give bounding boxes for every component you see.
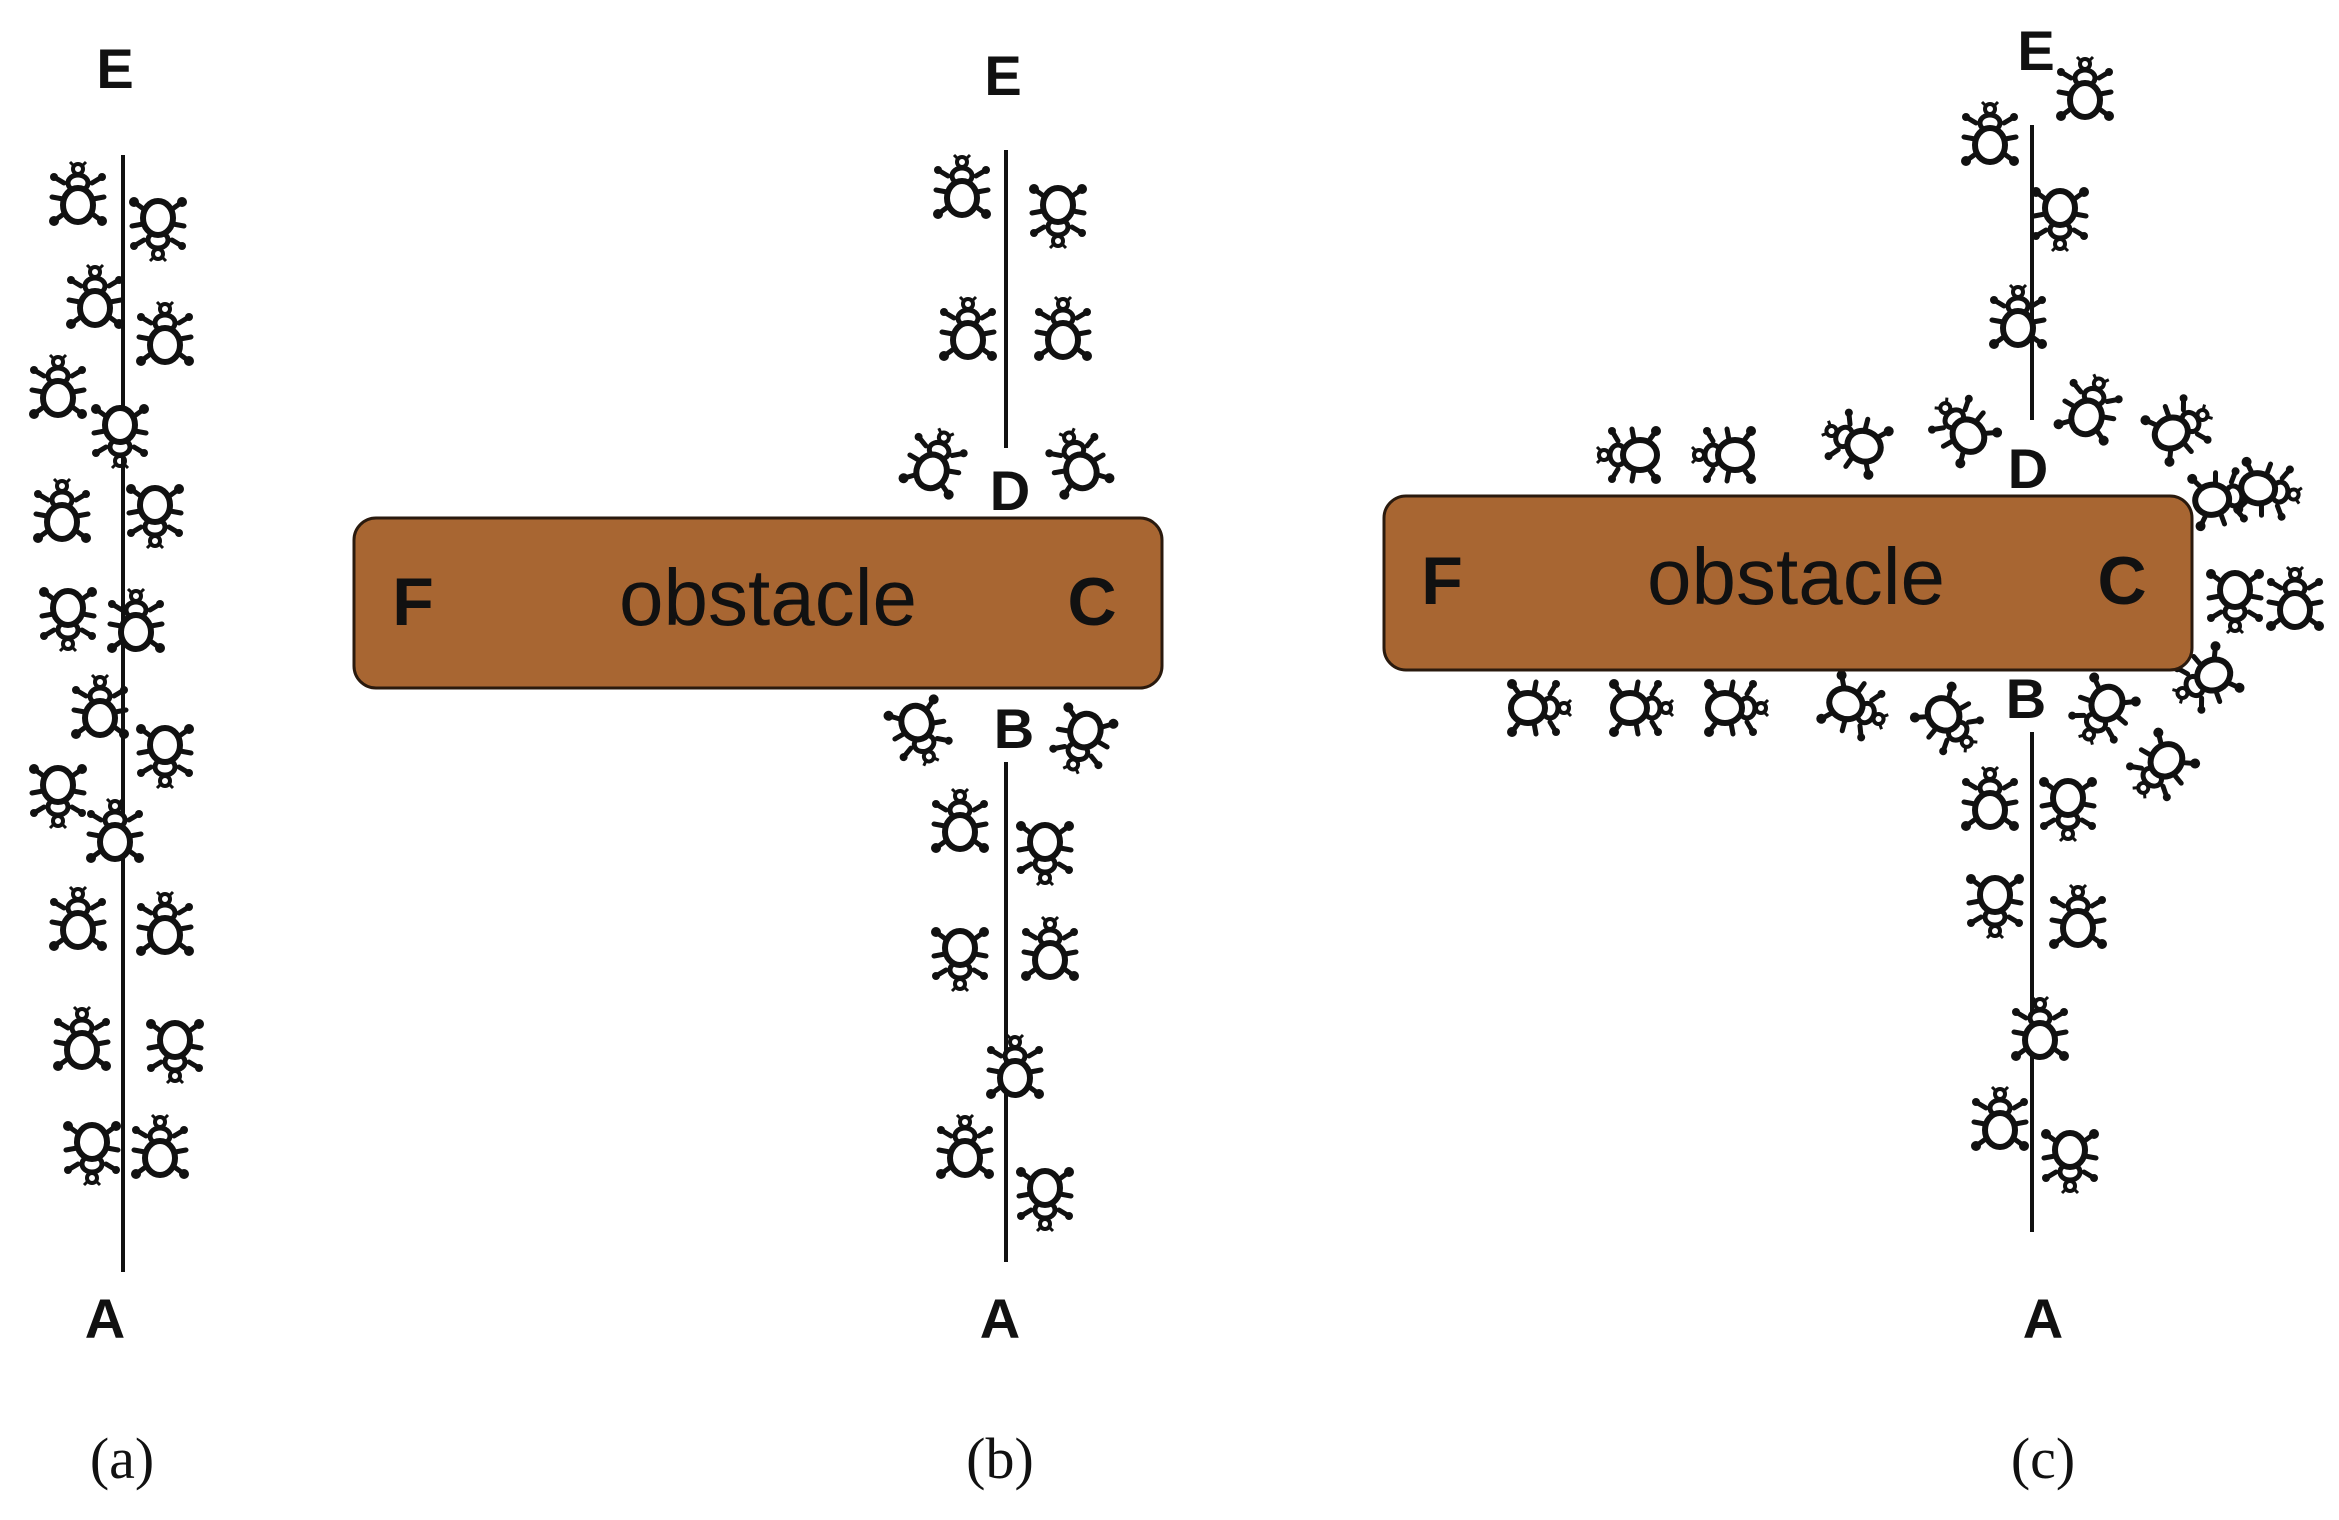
ant-icon bbox=[1597, 426, 1661, 484]
ant-icon bbox=[129, 197, 187, 261]
ant-icon bbox=[53, 1007, 111, 1071]
ant-icon bbox=[1961, 102, 2019, 166]
ant-icon bbox=[1692, 426, 1756, 484]
ant-icon bbox=[882, 693, 958, 773]
ant-icon bbox=[136, 892, 194, 956]
ant-icon bbox=[131, 1115, 189, 1179]
ant-swarm bbox=[29, 162, 204, 1185]
ant-icon bbox=[1016, 1167, 1074, 1231]
ant-icon bbox=[1609, 679, 1673, 737]
ant-icon bbox=[986, 1035, 1044, 1099]
point-label-d: D bbox=[990, 459, 1030, 522]
ant-icon bbox=[2039, 777, 2097, 841]
obstacle-label: obstacle bbox=[619, 553, 917, 642]
point-label-e: E bbox=[984, 44, 1021, 107]
ant-icon bbox=[29, 355, 87, 419]
ant-icon bbox=[2049, 885, 2107, 949]
ant-icon bbox=[29, 764, 87, 828]
point-label-e: E bbox=[96, 37, 133, 100]
panel-b: obstacle F C E D B A (b) bbox=[352, 44, 1164, 1491]
ant-icon bbox=[146, 1019, 204, 1083]
ant-icon bbox=[49, 887, 107, 951]
ant-icon bbox=[2117, 726, 2203, 812]
ant-icon bbox=[39, 587, 97, 651]
ant-icon bbox=[2052, 367, 2128, 447]
ant-icon bbox=[1039, 421, 1115, 501]
ant-icon bbox=[126, 484, 184, 548]
ant-icon bbox=[1971, 1087, 2029, 1151]
panel-caption: (b) bbox=[966, 1426, 1034, 1491]
ant-icon bbox=[66, 265, 124, 329]
ant-icon bbox=[1919, 384, 2005, 470]
ant-icon bbox=[936, 1115, 994, 1179]
ant-icon bbox=[136, 302, 194, 366]
ant-icon bbox=[2232, 456, 2305, 524]
ant-icon bbox=[1815, 669, 1898, 749]
ant-icon bbox=[107, 589, 165, 653]
obstacle-box bbox=[1382, 494, 2194, 672]
ant-icon bbox=[63, 1121, 121, 1185]
panel-caption: (c) bbox=[2011, 1426, 2075, 1491]
ant-icon bbox=[2266, 567, 2324, 631]
ant-icon bbox=[1016, 821, 1074, 885]
ant-icon bbox=[49, 162, 107, 226]
ant-icon bbox=[1989, 285, 2047, 349]
point-label-b: B bbox=[2006, 667, 2046, 730]
point-label-a: A bbox=[2023, 1287, 2063, 1350]
ant-icon bbox=[1034, 297, 1092, 361]
ant-icon bbox=[2056, 57, 2114, 121]
ant-icon bbox=[91, 404, 149, 468]
point-label-f: F bbox=[1421, 543, 1463, 619]
ant-icon bbox=[71, 675, 129, 739]
point-label-d: D bbox=[2008, 437, 2048, 500]
obstacle-label: obstacle bbox=[1647, 532, 1945, 621]
ant-icon bbox=[1507, 679, 1571, 737]
obstacle-box bbox=[352, 516, 1164, 690]
panel-c: obstacle F C E D B A (c) bbox=[1382, 19, 2324, 1491]
point-label-f: F bbox=[392, 564, 434, 640]
point-label-a: A bbox=[980, 1287, 1020, 1350]
point-label-a: A bbox=[85, 1287, 125, 1350]
ant-icon bbox=[1908, 680, 1994, 766]
ant-icon bbox=[136, 724, 194, 788]
ant-icon bbox=[1043, 701, 1119, 781]
ant-icon bbox=[1813, 402, 1896, 482]
panel-caption: (a) bbox=[90, 1426, 154, 1491]
ant-icon bbox=[1021, 917, 1079, 981]
ant-swarm bbox=[882, 155, 1120, 1231]
ant-icon bbox=[33, 479, 91, 543]
ant-icon bbox=[897, 421, 973, 501]
point-label-b: B bbox=[994, 697, 1034, 760]
ant-icon bbox=[2041, 1129, 2099, 1193]
point-label-c: C bbox=[1067, 564, 1116, 640]
ant-icon bbox=[1704, 679, 1768, 737]
ant-icon bbox=[1029, 184, 1087, 248]
ant-icon bbox=[2139, 386, 2223, 468]
panel-a: E A (a) bbox=[29, 37, 204, 1491]
ant-icon bbox=[931, 927, 989, 991]
ant-icon bbox=[86, 799, 144, 863]
point-label-c: C bbox=[2097, 543, 2146, 619]
ant-icon bbox=[1961, 767, 2019, 831]
point-label-e: E bbox=[2017, 19, 2054, 82]
ant-icon bbox=[939, 297, 997, 361]
ant-icon bbox=[2206, 569, 2264, 633]
ant-icon bbox=[2060, 671, 2142, 755]
ant-icon bbox=[933, 155, 991, 219]
ant-icon bbox=[2011, 997, 2069, 1061]
ant-icon bbox=[931, 789, 989, 853]
ant-icon bbox=[2031, 187, 2089, 251]
ant-icon bbox=[1966, 874, 2024, 938]
